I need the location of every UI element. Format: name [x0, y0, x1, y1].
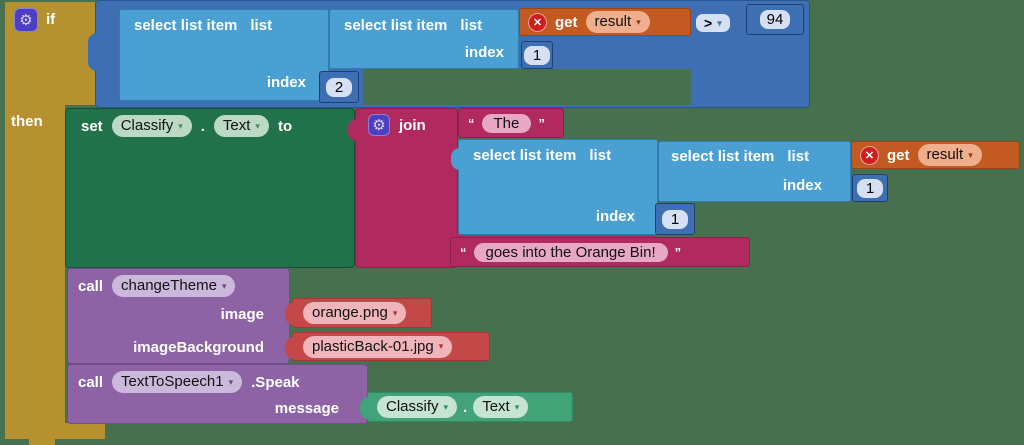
open-quote: “ — [460, 244, 467, 260]
set-label: set — [81, 117, 103, 135]
puzzle-tab — [88, 33, 97, 71]
number-block[interactable]: 2 — [319, 71, 359, 103]
if-label: if — [46, 11, 56, 28]
dropdown-arrow-icon: ▾ — [443, 401, 449, 412]
join-mutator-gear-icon[interactable]: ⚙ — [368, 114, 390, 136]
dropdown-arrow-icon: ▾ — [636, 16, 641, 27]
dropdown-arrow-icon: ▾ — [221, 280, 227, 291]
component-dropdown[interactable]: Classify ▾ — [111, 115, 192, 137]
join-block-shelf — [356, 233, 656, 239]
error-icon[interactable]: ✕ — [860, 145, 879, 165]
then-label: then — [11, 113, 43, 130]
asset-dropdown[interactable]: orange.png ▾ — [303, 302, 407, 324]
dropdown-arrow-icon: ▾ — [228, 376, 234, 387]
dropdown-arrow-icon: ▾ — [392, 307, 398, 318]
index-input-label: index — [464, 44, 504, 61]
text-value[interactable]: goes into the Orange Bin! — [473, 242, 668, 262]
operator-dropdown[interactable]: > ▾ — [696, 14, 730, 32]
property-dropdown[interactable]: Text ▾ — [213, 115, 269, 137]
component-dropdown[interactable]: TextToSpeech1 ▾ — [112, 371, 243, 393]
index-input-label: index — [782, 177, 822, 194]
list-input-label: list — [787, 148, 810, 165]
number-value[interactable]: 94 — [759, 10, 791, 29]
open-quote: “ — [468, 115, 475, 131]
list-input-label: list — [589, 147, 612, 164]
to-label: to — [277, 117, 293, 135]
variable-dropdown[interactable]: result ▾ — [585, 11, 650, 33]
dropdown-arrow-icon: ▾ — [968, 149, 973, 160]
property-dropdown[interactable]: Text ▾ — [473, 396, 529, 418]
text-block[interactable]: “ The ” — [458, 108, 564, 138]
component-dropdown[interactable]: Classify ▾ — [377, 396, 458, 418]
number-value[interactable]: 2 — [326, 77, 352, 97]
property-getter-block[interactable]: Classify ▾ . Text ▾ — [360, 392, 573, 422]
dropdown-arrow-icon: ▾ — [255, 120, 260, 131]
error-icon[interactable]: ✕ — [528, 12, 547, 32]
call-method-block[interactable]: call TextToSpeech1 ▾ .Speak message — [67, 364, 368, 424]
dot-separator: . — [463, 398, 468, 416]
dropdown-arrow-icon: ▾ — [438, 341, 444, 351]
call-procedure-block[interactable]: call changeTheme ▾ image imageBackground — [67, 268, 290, 364]
get-label: get — [555, 13, 578, 31]
number-block[interactable]: 1 — [521, 41, 553, 69]
puzzle-tab — [285, 303, 294, 325]
number-block[interactable]: 94 — [746, 4, 804, 35]
get-label: get — [887, 146, 910, 164]
number-value[interactable]: 1 — [524, 45, 550, 65]
method-label: .Speak — [251, 373, 300, 391]
call-label: call — [78, 277, 104, 295]
join-label: join — [399, 116, 426, 134]
close-quote: ” — [538, 115, 545, 131]
param-label-message: message — [274, 400, 339, 417]
param-label-image: image — [220, 306, 264, 323]
asset-block[interactable]: orange.png ▾ — [285, 298, 432, 328]
list-input-label: list — [460, 17, 483, 34]
get-variable-block[interactable]: ✕ get result ▾ — [851, 141, 1020, 169]
procedure-dropdown[interactable]: changeTheme ▾ — [112, 275, 236, 297]
dot-separator: . — [200, 117, 205, 135]
index-input-label: index — [595, 208, 635, 225]
call-label: call — [78, 373, 104, 391]
set-property-block[interactable]: set Classify ▾ . Text ▾ to — [65, 108, 355, 268]
puzzle-tab — [285, 337, 294, 359]
asset-block[interactable]: plasticBack-01.jpg ▾ — [285, 332, 490, 361]
join-block[interactable]: ⚙ join — [348, 108, 458, 268]
list-input-label: list — [250, 17, 273, 34]
text-block[interactable]: “ goes into the Orange Bin! ” — [450, 237, 750, 267]
close-quote: ” — [674, 244, 682, 260]
number-value[interactable]: 1 — [857, 178, 883, 198]
puzzle-tab — [360, 397, 369, 419]
gear-icon: ⚙ — [19, 12, 33, 29]
puzzle-tab — [348, 119, 357, 141]
number-value[interactable]: 1 — [662, 209, 688, 229]
asset-dropdown[interactable]: plasticBack-01.jpg ▾ — [303, 335, 453, 358]
if-mutator-gear-icon[interactable]: ⚙ — [14, 8, 38, 32]
text-value[interactable]: The — [481, 113, 532, 133]
variable-dropdown[interactable]: result ▾ — [917, 144, 982, 166]
number-block[interactable]: 1 — [852, 174, 888, 202]
dropdown-arrow-icon: ▾ — [717, 17, 722, 28]
param-label-imageBackground: imageBackground — [133, 339, 264, 356]
number-block[interactable]: 1 — [655, 203, 695, 235]
socket-cutout — [363, 69, 691, 105]
index-input-label: index — [266, 74, 306, 91]
gear-icon: ⚙ — [372, 117, 386, 134]
puzzle-tab — [451, 148, 460, 170]
get-variable-block[interactable]: ✕ get result ▾ — [519, 8, 691, 36]
dropdown-arrow-icon: ▾ — [178, 120, 183, 131]
dropdown-arrow-icon: ▾ — [514, 401, 520, 412]
